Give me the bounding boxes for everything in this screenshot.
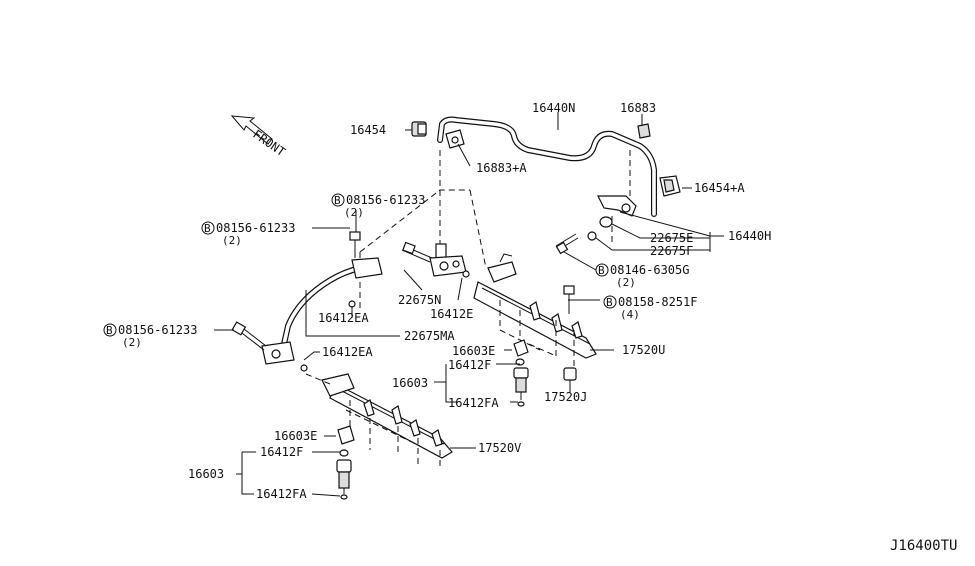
front-label: FRONT xyxy=(250,127,288,159)
label-16412ea-2: 16412EA xyxy=(322,345,373,359)
label-16412ea-1: 16412EA xyxy=(318,311,369,325)
clip-16603e-right xyxy=(513,339,529,357)
clip-16883-left xyxy=(445,129,465,149)
bolt-qty: (2) xyxy=(222,234,242,247)
fuel-hose-lower xyxy=(281,257,383,347)
label-22675e: 22675E xyxy=(650,231,693,245)
bracket-16440h xyxy=(597,195,637,217)
bolt-callout-08146: B 08146-6305G (2) xyxy=(595,263,689,289)
label-16454: 16454 xyxy=(350,123,386,137)
circle-b-letter: B xyxy=(204,222,211,235)
pressure-regulator xyxy=(401,241,470,278)
circle-b-letter: B xyxy=(334,194,341,207)
label-16440h: 16440H xyxy=(728,229,771,243)
bolt-callout-left: B 08156-61233 (2) xyxy=(201,221,295,247)
injector-left xyxy=(336,449,352,500)
label-16412fa-1: 16412FA xyxy=(448,396,499,410)
collar-17520j xyxy=(563,367,577,381)
label-16412e: 16412E xyxy=(430,307,473,321)
bolt-number: 08146-6305G xyxy=(610,263,689,277)
bolt-qty: (4) xyxy=(620,308,640,321)
label-16883a: 16883+A xyxy=(476,161,527,175)
bolt-08146 xyxy=(555,233,579,255)
clip-16454 xyxy=(411,121,427,137)
label-17520u: 17520U xyxy=(622,343,665,357)
leader-lines xyxy=(214,112,724,497)
diagram-code: J16400TU xyxy=(890,538,957,554)
fuel-rail-left xyxy=(321,373,453,459)
clip-16454a xyxy=(659,175,681,197)
bolt-callout-top: B 08156-61233 (2) xyxy=(331,193,425,219)
grommet-22675f xyxy=(587,231,597,241)
label-17520j: 17520J xyxy=(544,390,587,404)
fuel-rail-right xyxy=(473,253,597,359)
bolt-number: 08158-8251F xyxy=(618,295,697,309)
bolt-qty: (2) xyxy=(122,336,142,349)
circle-b-letter: B xyxy=(106,324,113,337)
clip-16603e-left xyxy=(337,425,355,445)
label-16603-2: 16603 xyxy=(188,467,224,481)
bolt-number: 08156-61233 xyxy=(118,323,197,337)
label-16603e-2: 16603E xyxy=(274,429,317,443)
injector-right xyxy=(513,358,529,407)
front-arrow-icon xyxy=(230,115,273,145)
label-16412fa-2: 16412FA xyxy=(256,487,307,501)
bolt-qty: (2) xyxy=(344,206,364,219)
label-16454a: 16454+A xyxy=(694,181,745,195)
label-22675ma: 22675MA xyxy=(404,329,455,343)
bolt-qty: (2) xyxy=(616,276,636,289)
label-16603-1: 16603 xyxy=(392,376,428,390)
fuel-hose-upper xyxy=(437,116,657,217)
grommet-22675e xyxy=(599,216,613,228)
bolt-callout-lower: B 08156-61233 (2) xyxy=(103,323,197,349)
label-22675n: 22675N xyxy=(398,293,441,307)
bolt-callout-08158: B 08158-8251F (4) xyxy=(603,295,697,321)
label-16412f-1: 16412F xyxy=(448,358,491,372)
label-17520v: 17520V xyxy=(478,441,521,455)
label-16440n: 16440N xyxy=(532,101,575,115)
bolt-number: 08156-61233 xyxy=(346,193,425,207)
circle-b-letter: B xyxy=(606,296,613,309)
bolt-number: 08156-61233 xyxy=(216,221,295,235)
label-16412f-2: 16412F xyxy=(260,445,303,459)
clip-16883-right xyxy=(637,123,651,139)
bolt-08158 xyxy=(563,285,575,314)
label-16883: 16883 xyxy=(620,101,656,115)
label-22675f: 22675F xyxy=(650,244,693,258)
circle-b-letter: B xyxy=(598,264,605,277)
oring-16412ea xyxy=(300,300,356,372)
label-16603e-1: 16603E xyxy=(452,344,495,358)
bolt-top-left xyxy=(349,231,361,258)
fitting-lower-left xyxy=(231,321,295,365)
